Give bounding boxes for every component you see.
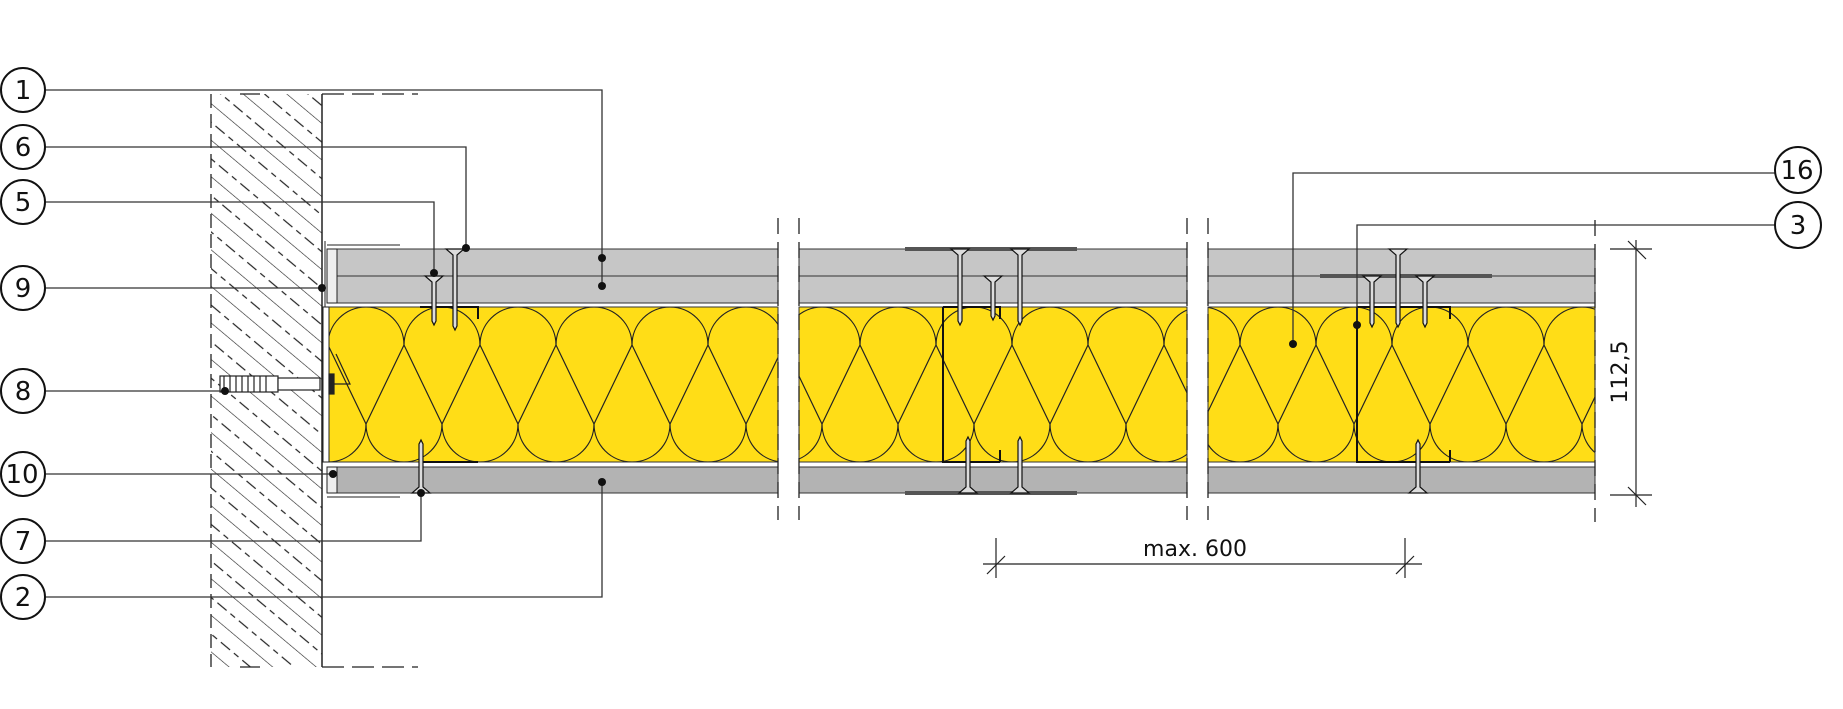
drywall-screw-icon bbox=[949, 248, 971, 327]
outer-board-layer-1 bbox=[336, 248, 779, 277]
wall-lining-segments bbox=[328, 247, 1596, 495]
callout-label: 5 bbox=[15, 188, 32, 218]
thickness-label: 112,5 bbox=[1608, 341, 1633, 404]
callout-2: 2 bbox=[0, 574, 46, 620]
outer-board-layer-2 bbox=[336, 275, 779, 304]
drywall-screw-icon bbox=[1414, 275, 1436, 329]
drywall-screw-icon bbox=[423, 275, 445, 327]
joint-reinforcement-strip bbox=[905, 491, 1077, 495]
drywall-screw-icon bbox=[1361, 275, 1383, 329]
joint-reinforcement-strip bbox=[1320, 274, 1492, 278]
callout-9: 9 bbox=[0, 265, 46, 311]
leader-lines bbox=[44, 89, 1775, 598]
callout-1: 1 bbox=[0, 67, 46, 113]
spacing-label: max. 600 bbox=[1143, 537, 1247, 562]
break-lines bbox=[777, 218, 1596, 522]
callout-label: 8 bbox=[15, 377, 32, 407]
callout-label: 9 bbox=[15, 274, 32, 304]
drywall-screw-icon bbox=[1009, 248, 1031, 327]
joint-reinforcement-strip bbox=[905, 247, 1077, 251]
wall-anchor-icon bbox=[219, 353, 351, 395]
mineral-wool-insulation bbox=[1207, 306, 1596, 463]
inner-board-layer bbox=[798, 466, 1188, 494]
inner-board-layer bbox=[1207, 466, 1596, 494]
drywall-screw-icon bbox=[957, 435, 979, 494]
callout-label: 3 bbox=[1790, 211, 1807, 241]
edge-sealing-strip bbox=[322, 241, 400, 498]
drywall-screw-icon bbox=[1387, 248, 1409, 329]
drywall-screw-icon bbox=[1009, 435, 1031, 494]
callout-7: 7 bbox=[0, 518, 46, 564]
mineral-wool-insulation bbox=[328, 306, 779, 463]
callout-label: 2 bbox=[15, 583, 32, 613]
spacing-dimension bbox=[983, 538, 1422, 578]
metal-track-profile bbox=[420, 306, 479, 463]
callout-3: 3 bbox=[1774, 201, 1822, 249]
callout-label: 10 bbox=[5, 460, 38, 490]
callout-6: 6 bbox=[0, 124, 46, 170]
callout-label: 1 bbox=[15, 76, 32, 106]
callout-10: 10 bbox=[0, 451, 46, 497]
drywall-screw-icon bbox=[982, 275, 1004, 322]
mineral-wool-insulation bbox=[798, 306, 1188, 463]
outer-board-layer-1 bbox=[798, 248, 1188, 277]
thickness-dimension bbox=[1610, 240, 1652, 507]
callout-5: 5 bbox=[0, 179, 46, 225]
inner-board-layer bbox=[336, 466, 779, 494]
callout-8: 8 bbox=[0, 368, 46, 414]
outer-board-layer-2 bbox=[1207, 275, 1596, 304]
drywall-screw-icon bbox=[410, 438, 432, 494]
drywall-screw-icon bbox=[1407, 438, 1429, 494]
callout-16: 16 bbox=[1774, 146, 1822, 194]
callout-label: 6 bbox=[15, 133, 32, 163]
callout-label: 16 bbox=[1780, 156, 1813, 186]
callout-label: 7 bbox=[15, 527, 32, 557]
